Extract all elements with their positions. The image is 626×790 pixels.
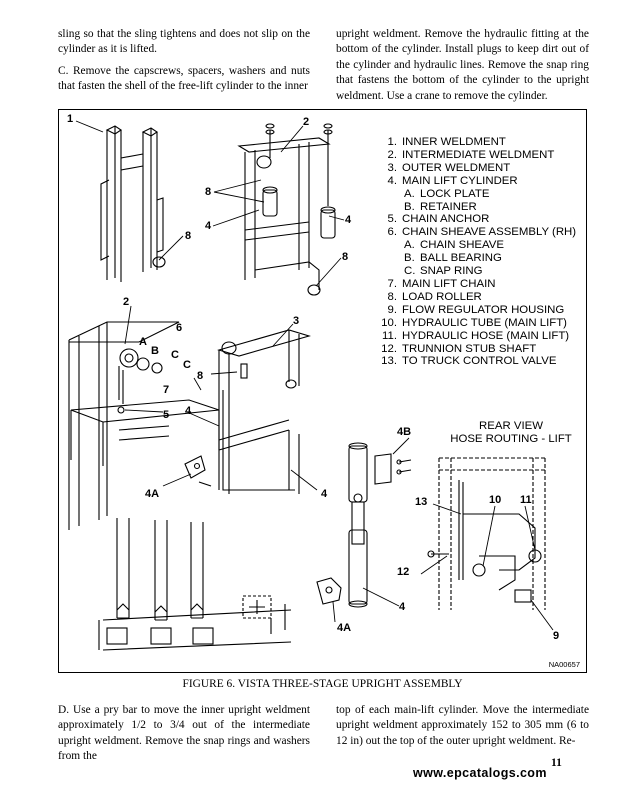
paragraph: D. Use a pry bar to move the inner uprig… bbox=[58, 704, 310, 763]
figure-6: 1.INNER WELDMENT 2.INTERMEDIATE WELDMENT… bbox=[58, 109, 587, 673]
callout-label: 4A bbox=[145, 488, 160, 500]
legend-item: 6.CHAIN SHEAVE ASSEMBLY (RH) bbox=[387, 226, 577, 239]
callout-label: B bbox=[151, 345, 159, 357]
legend-item: 1.INNER WELDMENT bbox=[387, 136, 506, 148]
paragraph: top of each main-lift cylinder. Move the… bbox=[336, 704, 589, 747]
callout-label: A bbox=[139, 336, 147, 348]
legend: 1.INNER WELDMENT 2.INTERMEDIATE WELDMENT… bbox=[381, 136, 576, 368]
callout-label: 4A bbox=[337, 622, 352, 634]
rear-view-title: REAR VIEW HOSE ROUTING - LIFT bbox=[450, 420, 572, 445]
legend-item: 12.TRUNNION STUB SHAFT bbox=[381, 342, 537, 355]
lock-plate-drawing bbox=[184, 455, 212, 487]
callout-label: 11 bbox=[520, 494, 532, 506]
legend-item: 4.MAIN LIFT CYLINDER bbox=[387, 174, 518, 187]
callout-label: 7 bbox=[163, 384, 170, 396]
legend-item: 13.TO TRUCK CONTROL VALVE bbox=[381, 355, 557, 368]
legend-subitem: B.BALL BEARING bbox=[404, 252, 502, 265]
callout-label: C bbox=[171, 349, 179, 361]
watermark: www.epcatalogs.com bbox=[413, 766, 547, 780]
callout-label: 8 bbox=[185, 230, 192, 242]
callout-label: 9 bbox=[553, 630, 560, 642]
callout-label: 4 bbox=[345, 214, 352, 226]
callout-label: 8 bbox=[342, 251, 349, 263]
legend-item: 11.HYDRAULIC HOSE (MAIN LIFT) bbox=[382, 329, 570, 342]
callout-label: 4 bbox=[205, 220, 212, 232]
callout-label: 4 bbox=[185, 405, 192, 417]
callout-label: 5 bbox=[163, 409, 170, 421]
callout-label: 6 bbox=[176, 322, 183, 334]
hydraulic-schematic-drawing bbox=[98, 518, 292, 651]
retainer-drawing bbox=[374, 453, 412, 485]
callout-label: 4 bbox=[321, 488, 328, 500]
leader-lines bbox=[75, 120, 554, 631]
legend-item: 9.FLOW REGULATOR HOUSING bbox=[387, 303, 565, 316]
callout-label: 1 bbox=[67, 113, 74, 125]
legend-item: 8.LOAD ROLLER bbox=[387, 290, 482, 303]
paragraph: C. Remove the capscrews, spacers, washer… bbox=[58, 64, 310, 93]
callout-label: 3 bbox=[293, 315, 300, 327]
callout-label: 2 bbox=[123, 296, 130, 308]
legend-item: 2.INTERMEDIATE WELDMENT bbox=[387, 148, 555, 161]
callout-label: 2 bbox=[303, 116, 310, 128]
legend-item: 5.CHAIN ANCHOR bbox=[387, 213, 490, 226]
legend-item: 3.OUTER WELDMENT bbox=[387, 161, 511, 174]
callout-label: 4 bbox=[399, 601, 406, 613]
callout-label: 10 bbox=[489, 494, 502, 506]
intermediate-weldment-drawing bbox=[237, 123, 336, 296]
legend-item: 10.HYDRAULIC TUBE (MAIN LIFT) bbox=[381, 316, 567, 329]
inner-weldment-drawing bbox=[100, 125, 166, 282]
callout-label: 4B bbox=[397, 426, 412, 438]
legend-subitem: C.SNAP RING bbox=[404, 265, 483, 278]
top-left-column: sling so that the sling tightens and doe… bbox=[58, 27, 310, 95]
paragraph: sling so that the sling tightens and doe… bbox=[58, 28, 310, 56]
legend-subitem: A.LOCK PLATE bbox=[404, 187, 490, 200]
outer-weldment-drawing bbox=[217, 329, 311, 494]
main-lift-cylinder-drawing bbox=[348, 442, 368, 608]
legend-item: 7.MAIN LIFT CHAIN bbox=[387, 277, 496, 290]
callout-label: 13 bbox=[415, 496, 428, 508]
callout-label: 12 bbox=[397, 566, 410, 578]
lock-plate-bottom-drawing bbox=[316, 577, 342, 605]
rear-view-drawing bbox=[427, 457, 546, 610]
legend-subitem: B.RETAINER bbox=[404, 200, 477, 213]
callout-label: 8 bbox=[205, 186, 212, 198]
bottom-right-column: top of each main-lift cylinder. Move the… bbox=[336, 703, 589, 749]
part-number: NA00657 bbox=[548, 660, 580, 669]
paragraph: upright weldment. Remove the hydraulic f… bbox=[336, 28, 589, 102]
legend-subitem: A.CHAIN SHEAVE bbox=[404, 239, 504, 252]
page-number: 11 bbox=[551, 757, 562, 769]
top-right-column: upright weldment. Remove the hydraulic f… bbox=[336, 27, 589, 104]
sheave-assembly-drawing bbox=[68, 321, 220, 530]
bottom-left-column: D. Use a pry bar to move the inner uprig… bbox=[58, 703, 310, 765]
callout-label: C bbox=[183, 359, 191, 371]
callout-label: 8 bbox=[197, 370, 204, 382]
figure-caption: FIGURE 6. VISTA THREE-STAGE UPRIGHT ASSE… bbox=[182, 678, 463, 690]
exploded-view-drawing bbox=[68, 120, 554, 651]
